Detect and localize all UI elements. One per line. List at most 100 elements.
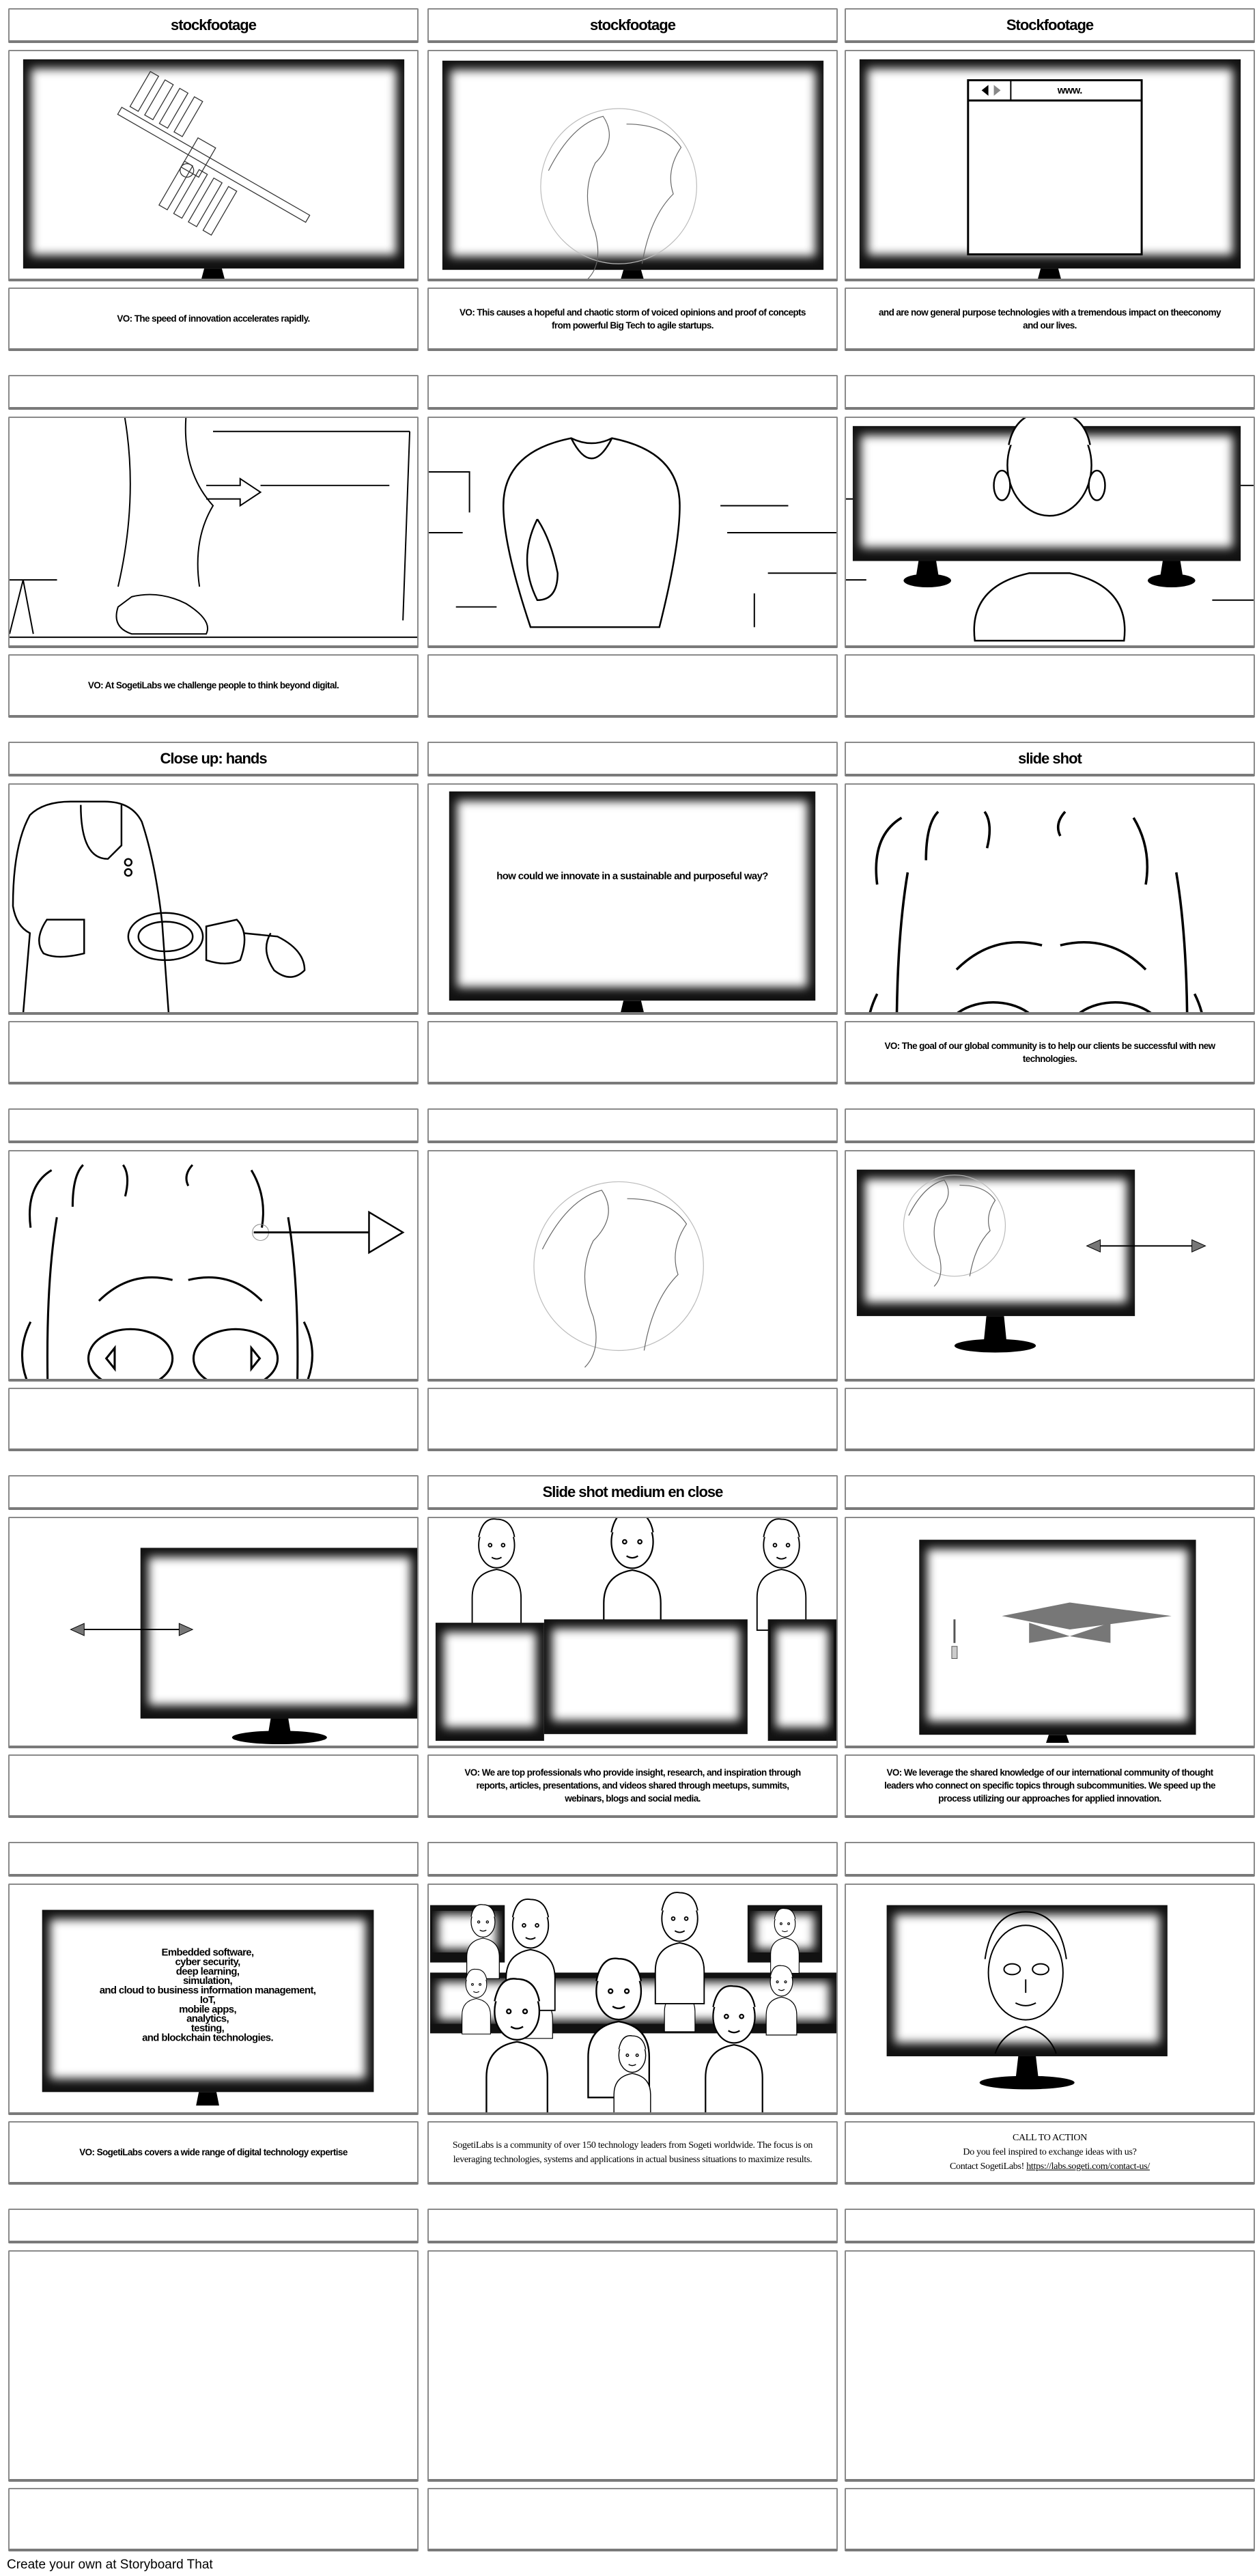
scene-panel[interactable] xyxy=(8,50,419,281)
caption-line[interactable]: VO: At SogetiLabs we challenge people to… xyxy=(87,680,339,690)
scene-panel[interactable] xyxy=(845,1884,1255,2115)
scene-caption[interactable] xyxy=(427,654,838,718)
caption-line[interactable]: technologies. xyxy=(1022,1053,1077,1064)
scene-caption[interactable]: VO: SogetiLabs covers a wide range of di… xyxy=(8,2121,419,2185)
scene-caption[interactable]: and are now general purpose technologies… xyxy=(845,288,1255,351)
caption-text[interactable]: CALL TO ACTION Do you feel inspired to ex… xyxy=(950,2131,1150,2174)
scene-panel[interactable] xyxy=(427,1884,838,2115)
scene-title[interactable]: stockfootage xyxy=(427,8,838,43)
scene-title[interactable] xyxy=(845,375,1255,410)
scene-panel[interactable] xyxy=(8,1517,419,1748)
caption-text[interactable]: VO: We are top professionals who provide… xyxy=(464,1766,801,1805)
scene-caption[interactable] xyxy=(427,1388,838,1451)
caption-line[interactable]: process utilizing our approaches for app… xyxy=(938,1793,1161,1804)
scene-caption[interactable]: VO: The speed of innovation accelerates … xyxy=(8,288,419,351)
caption-line[interactable]: from powerful Big Tech to agile startups… xyxy=(552,320,714,331)
scene-panel[interactable] xyxy=(8,1150,419,1382)
caption-line[interactable]: Do you feel inspired to exchange ideas w… xyxy=(963,2147,1137,2157)
caption-text[interactable]: VO: SogetiLabs covers a wide range of di… xyxy=(79,2146,348,2159)
scene-title[interactable]: Slide shot medium en close xyxy=(427,1475,838,1510)
scene-panel[interactable] xyxy=(8,2250,419,2482)
scene-caption[interactable]: VO: We are top professionals who provide… xyxy=(427,1754,838,1818)
scene-title[interactable]: Stockfootage xyxy=(845,8,1255,43)
people-with-monitors-icon xyxy=(435,1518,836,1741)
caption-text[interactable]: SogetiLabs is a community of over 150 te… xyxy=(453,2138,813,2167)
scene-caption[interactable] xyxy=(845,2488,1255,2551)
scene-caption[interactable] xyxy=(845,1388,1255,1451)
scene-title[interactable]: slide shot xyxy=(845,742,1255,776)
scene-panel[interactable] xyxy=(845,783,1255,1015)
scene-title[interactable] xyxy=(845,2209,1255,2243)
caption-line[interactable]: leveraging technologies, systems and app… xyxy=(453,2154,813,2165)
scene-caption[interactable] xyxy=(8,1754,419,1818)
caption-line[interactable]: reports, articles, presentations, and vi… xyxy=(476,1780,790,1791)
scene-caption[interactable] xyxy=(8,1021,419,1084)
scene-panel[interactable] xyxy=(8,783,419,1015)
caption-text[interactable]: VO: This causes a hopeful and chaotic st… xyxy=(460,306,806,332)
scene-title[interactable] xyxy=(845,1842,1255,1877)
scene-panel[interactable] xyxy=(427,417,838,648)
caption-text[interactable]: VO: The speed of innovation accelerates … xyxy=(117,312,310,325)
scene-panel[interactable] xyxy=(8,417,419,648)
scene-panel[interactable] xyxy=(845,417,1255,648)
scene-title[interactable] xyxy=(8,1842,419,1877)
caption-line[interactable]: VO: The goal of our global community is … xyxy=(884,1040,1215,1051)
scene-panel[interactable]: how could we innovate in a sustainable a… xyxy=(427,783,838,1015)
scene-caption[interactable]: VO: At SogetiLabs we challenge people to… xyxy=(8,654,419,718)
monitor-globe-icon xyxy=(442,60,824,279)
expertise-line: and blockchain technologies. xyxy=(142,2032,273,2043)
scene-title[interactable]: stockfootage xyxy=(8,8,419,43)
scene-caption[interactable] xyxy=(427,2488,838,2551)
scene-caption[interactable] xyxy=(8,1388,419,1451)
scene-title[interactable] xyxy=(8,1475,419,1510)
screen-question-text: how could we innovate in a sustainable a… xyxy=(496,871,768,882)
scene-title[interactable] xyxy=(427,375,838,410)
scene-title[interactable] xyxy=(845,1475,1255,1510)
caption-line[interactable]: CALL TO ACTION xyxy=(1012,2133,1088,2143)
scene-title[interactable] xyxy=(427,1842,838,1877)
caption-line[interactable]: webinars, blogs and social media. xyxy=(565,1793,701,1804)
scene-panel[interactable]: www. xyxy=(845,50,1255,281)
caption-line[interactable]: VO: We are top professionals who provide… xyxy=(464,1767,801,1778)
caption-text[interactable]: VO: We leverage the shared knowledge of … xyxy=(884,1766,1215,1805)
caption-line[interactable]: VO: We leverage the shared knowledge of … xyxy=(886,1767,1213,1778)
scene-panel[interactable] xyxy=(427,1517,838,1748)
scene-title[interactable] xyxy=(8,1108,419,1143)
scene-title[interactable] xyxy=(845,1108,1255,1143)
scene-panel[interactable] xyxy=(427,1150,838,1382)
scene-caption[interactable]: CALL TO ACTION Do you feel inspired to ex… xyxy=(845,2121,1255,2185)
contact-link[interactable]: https://labs.sogeti.com/contact-us/ xyxy=(1026,2161,1150,2172)
footer-credit[interactable]: Create your own at Storyboard That xyxy=(7,2558,213,2572)
caption-text[interactable]: and are now general purpose technologies… xyxy=(879,306,1221,332)
caption-line[interactable]: Contact SogetiLabs! xyxy=(949,2161,1027,2172)
scene-panel[interactable] xyxy=(427,50,838,281)
scene-caption[interactable] xyxy=(845,654,1255,718)
scene-panel[interactable]: Embedded software,cyber security,deep le… xyxy=(8,1884,419,2115)
scene-panel[interactable] xyxy=(427,2250,838,2482)
scene-title[interactable] xyxy=(427,2209,838,2243)
scene-panel[interactable] xyxy=(845,2250,1255,2482)
scene-caption[interactable]: VO: This causes a hopeful and chaotic st… xyxy=(427,288,838,351)
scene-caption[interactable]: SogetiLabs is a community of over 150 te… xyxy=(427,2121,838,2185)
scene-caption[interactable]: VO: We leverage the shared knowledge of … xyxy=(845,1754,1255,1818)
caption-line[interactable]: SogetiLabs is a community of over 150 te… xyxy=(452,2140,813,2151)
scene-title[interactable] xyxy=(427,742,838,776)
scene-panel[interactable] xyxy=(845,1517,1255,1748)
scene-caption[interactable]: VO: The goal of our global community is … xyxy=(845,1021,1255,1084)
scene-caption[interactable] xyxy=(8,2488,419,2551)
caption-line[interactable]: VO: SogetiLabs covers a wide range of di… xyxy=(79,2147,348,2157)
caption-text[interactable]: VO: The goal of our global community is … xyxy=(884,1039,1215,1065)
scene-title[interactable] xyxy=(427,1108,838,1143)
scene-title[interactable] xyxy=(8,2209,419,2243)
caption-line[interactable]: and are now general purpose technologies… xyxy=(879,307,1221,318)
scene-caption[interactable] xyxy=(427,1021,838,1084)
caption-text[interactable]: VO: At SogetiLabs we challenge people to… xyxy=(88,679,339,692)
scene-title[interactable]: Close up: hands xyxy=(8,742,419,776)
caption-line[interactable]: VO: The speed of innovation accelerates … xyxy=(117,313,310,324)
caption-line[interactable]: and our lives. xyxy=(1023,320,1077,331)
url-bar-text: www. xyxy=(1057,85,1082,96)
scene-title[interactable] xyxy=(8,375,419,410)
caption-line[interactable]: VO: This causes a hopeful and chaotic st… xyxy=(460,307,806,318)
scene-panel[interactable] xyxy=(845,1150,1255,1382)
caption-line[interactable]: leaders who connect on specific topics t… xyxy=(884,1780,1215,1791)
